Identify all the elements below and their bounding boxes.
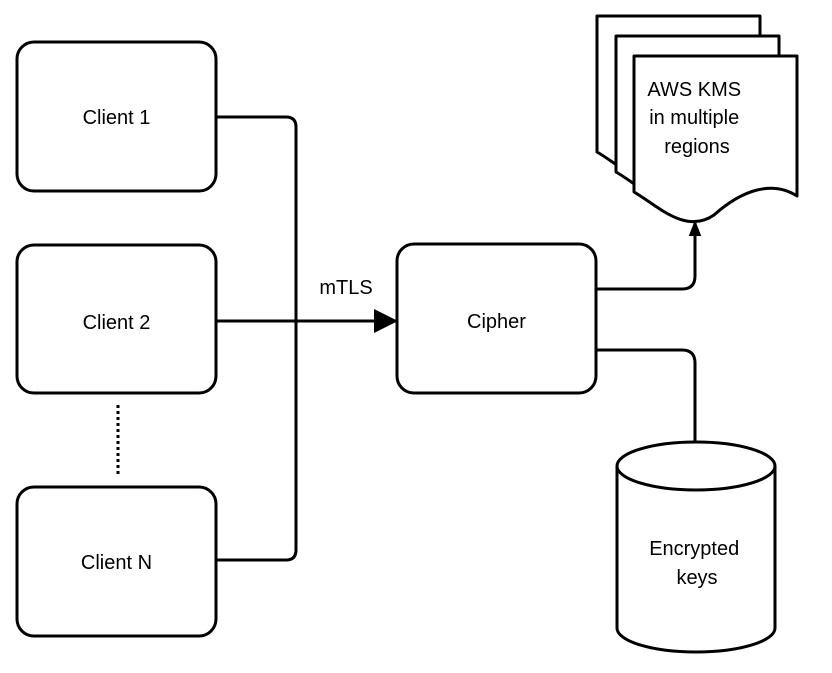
- client-2-label: Client 2: [83, 312, 151, 334]
- connector-client-n: [216, 321, 298, 562]
- connector-to-storage: [596, 348, 702, 473]
- connector-to-kms: [596, 220, 702, 291]
- cipher-label: Cipher: [467, 311, 526, 333]
- kms-label-line-2: in multiple: [649, 107, 739, 129]
- cipher-node: Cipher: [395, 242, 598, 395]
- storage-label-line-2: keys: [676, 567, 717, 589]
- client-1-node: Client 1: [15, 40, 218, 193]
- encrypted-keys-node: Encrypted keys: [615, 440, 777, 654]
- kms-label-line-3: regions: [664, 136, 730, 158]
- encrypted-keys-label: Encrypted keys: [649, 538, 745, 589]
- client-2-node: Client 2: [15, 243, 218, 395]
- client-1-label: Client 1: [83, 107, 151, 129]
- aws-kms-node: AWS KMS in multiple regions: [595, 14, 799, 224]
- kms-label-line-1: AWS KMS: [647, 79, 741, 101]
- mtls-label: mTLS: [319, 277, 372, 299]
- cylinder-top: [615, 440, 777, 492]
- kms-label: AWS KMS in multiple regions: [647, 79, 746, 158]
- cylinder-body: [615, 466, 777, 654]
- client-n-node: Client N: [15, 485, 218, 638]
- kms-document-front: [632, 54, 799, 224]
- client-n-label: Client N: [81, 552, 152, 574]
- storage-label-line-1: Encrypted: [649, 538, 739, 560]
- connector-client-1: [216, 115, 298, 321]
